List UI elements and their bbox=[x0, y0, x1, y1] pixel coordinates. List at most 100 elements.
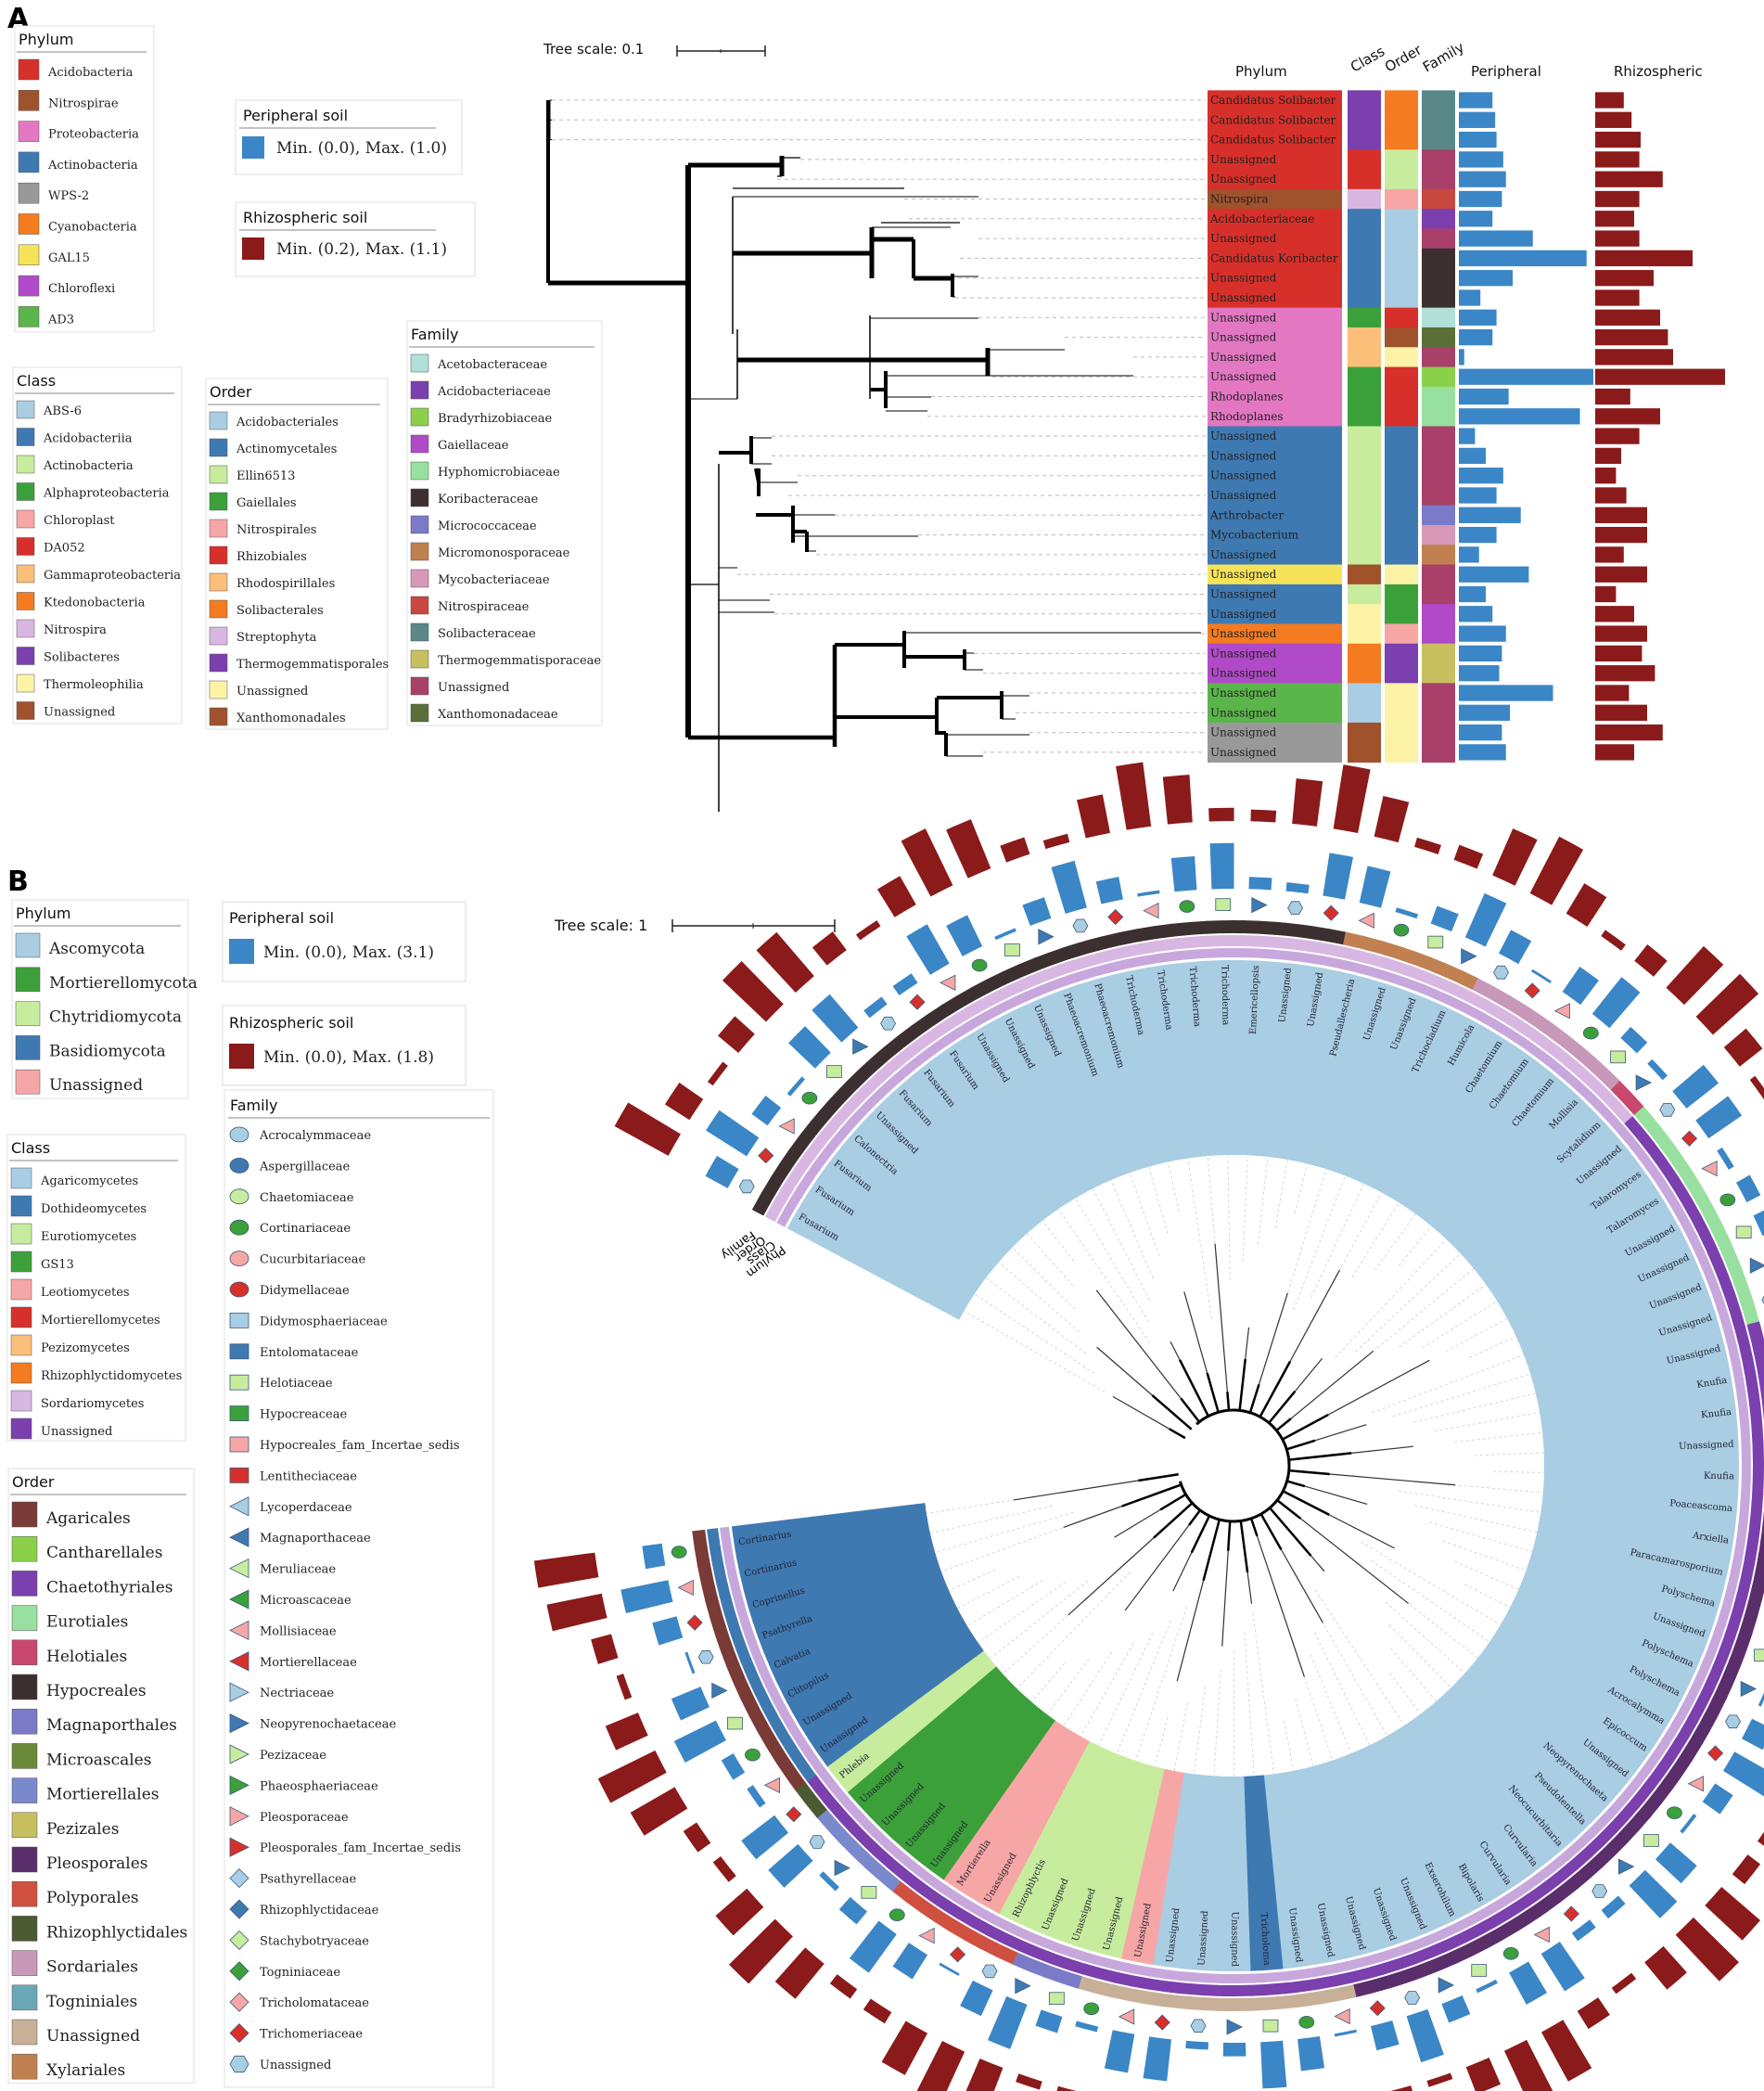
b-family-shape-microascaceae bbox=[229, 1589, 249, 1610]
family-marker bbox=[1251, 896, 1268, 914]
phylum-ring-cell bbox=[1240, 948, 1275, 959]
phylum-ring-cell bbox=[781, 1713, 807, 1747]
leaf-band bbox=[1111, 968, 1179, 1164]
rhizospheric-bar bbox=[1595, 546, 1624, 563]
a-order-swatch-unassigned bbox=[209, 680, 228, 699]
b-class-item-unassigned: Unassigned bbox=[41, 1425, 112, 1439]
leaf-family-cell bbox=[1422, 386, 1455, 407]
b-order-item-togniniales: Togniniales bbox=[46, 1993, 137, 2011]
leaf-name: Unassigned bbox=[1210, 469, 1277, 482]
panel-a: A Tree scale: 0.1 PhylumAcidobacteriaNit… bbox=[7, 3, 1725, 812]
col-head-order: Order bbox=[1382, 41, 1425, 75]
leaf-phylum-cell bbox=[1208, 445, 1342, 467]
rhizospheric-bar bbox=[1595, 111, 1632, 128]
phylum-ring-cell bbox=[1723, 1328, 1741, 1365]
leaf-phylum-cell bbox=[1208, 366, 1342, 388]
phylum-ring-cell bbox=[1655, 1177, 1682, 1212]
peripheral-bar bbox=[1758, 1692, 1764, 1707]
family-marker bbox=[1591, 1884, 1608, 1898]
a-family-swatch-mycobacteriaceae bbox=[410, 569, 429, 588]
peripheral-bar bbox=[1359, 866, 1391, 908]
phylum-ring-cell bbox=[1672, 1205, 1698, 1241]
a-class-item-nitrospira: Nitrospira bbox=[44, 623, 107, 637]
family-marker bbox=[738, 1179, 755, 1194]
class-ring-cell bbox=[821, 1104, 853, 1138]
class-ring-cell bbox=[1081, 1963, 1118, 1983]
peripheral-bar bbox=[1722, 1751, 1764, 1797]
rhizospheric-bar bbox=[863, 1998, 892, 2024]
class-ring-cell bbox=[806, 1774, 837, 1809]
phylum-ring-cell bbox=[1544, 1056, 1577, 1085]
b-family-shape-hypocreales-fam-incertae-sedis bbox=[229, 1436, 249, 1453]
class-ring-cell bbox=[1551, 1046, 1586, 1077]
order-ring-cell bbox=[726, 1661, 753, 1700]
b-family-shape-tricholomataceae bbox=[229, 1992, 249, 2012]
rhizospheric-bar bbox=[1595, 724, 1663, 741]
family-marker bbox=[888, 1908, 905, 1922]
peripheral-bar bbox=[1459, 230, 1533, 247]
leaf-band bbox=[916, 1708, 1055, 1880]
family-marker bbox=[1369, 2000, 1386, 2017]
peripheral-bar bbox=[1459, 487, 1497, 504]
rhizospheric-bar bbox=[722, 960, 784, 1022]
class-ring-cell bbox=[1436, 977, 1473, 1002]
family-marker bbox=[834, 1859, 850, 1877]
peripheral-bar bbox=[1459, 171, 1506, 187]
leaf-family-cell bbox=[1422, 683, 1455, 704]
leaf-band bbox=[1534, 1522, 1731, 1591]
family-marker bbox=[861, 1886, 877, 1899]
peripheral-bar bbox=[1370, 2020, 1400, 2051]
class-ring-cell bbox=[920, 1017, 956, 1046]
order-ring-cell bbox=[1675, 1161, 1706, 1199]
class-ring-cell bbox=[1669, 1717, 1698, 1753]
a-family-title: Family bbox=[411, 326, 458, 343]
class-ring-cell bbox=[711, 1560, 731, 1598]
b-family-item-psathyrellaceae: Psathyrellaceae bbox=[260, 1873, 356, 1887]
rhizospheric-bar bbox=[1595, 250, 1693, 267]
phylum-ring-cell bbox=[1616, 1124, 1645, 1158]
a-class-item-da052: DA052 bbox=[44, 542, 85, 556]
peripheral-bar bbox=[1680, 1814, 1697, 1834]
leaf-band bbox=[1494, 1616, 1676, 1740]
leaf-family-cell bbox=[1422, 604, 1455, 624]
rhizospheric-bar bbox=[965, 2058, 1003, 2091]
class-ring-cell bbox=[1712, 1260, 1736, 1298]
panel-a-phylogenetic-tree bbox=[546, 99, 1206, 812]
a-phylum-item-proteobacteria: Proteobacteria bbox=[48, 128, 139, 142]
family-marker bbox=[745, 1748, 761, 1762]
phylum-ring-cell bbox=[1337, 958, 1374, 977]
class-ring-cell bbox=[1148, 1978, 1184, 1995]
leaf-order-cell bbox=[1385, 307, 1418, 328]
leaf-band bbox=[847, 1665, 1010, 1817]
rhizospheric-bar bbox=[876, 876, 916, 917]
b-family-item-nectriaceae: Nectriaceae bbox=[260, 1687, 334, 1700]
a-order-item-unassigned: Unassigned bbox=[236, 685, 308, 699]
order-ring-cell bbox=[1610, 1080, 1645, 1116]
leaf-family-cell bbox=[1422, 564, 1455, 585]
leaf-band bbox=[1297, 970, 1371, 1167]
rhizospheric-bar bbox=[1595, 606, 1634, 622]
leaf-order-cell bbox=[1385, 643, 1418, 664]
b-family-shape-hypocreaceae bbox=[229, 1405, 249, 1421]
a-phylum-item-ad3: AD3 bbox=[47, 313, 74, 327]
leaf-class-cell bbox=[1348, 722, 1381, 743]
phylum-ring-cell bbox=[1636, 1150, 1665, 1184]
a-class-item-abs-6: ABS-6 bbox=[43, 404, 82, 418]
peripheral-bar bbox=[1702, 1783, 1733, 1815]
family-marker bbox=[1179, 900, 1195, 913]
panel-a-rhizo-legend: Rhizospheric soil Min. (0.2), Max. (1.1) bbox=[235, 201, 476, 277]
rhizospheric-bar bbox=[1042, 833, 1070, 850]
peripheral-swatch bbox=[242, 136, 264, 159]
peripheral-bar bbox=[1562, 967, 1599, 1006]
class-ring-cell bbox=[1665, 1170, 1694, 1206]
b-family-item-togniniaceae: Togniniaceae bbox=[260, 1966, 340, 1980]
a-family-swatch-micrococcaceae bbox=[410, 515, 429, 534]
leaf-order-cell bbox=[1385, 169, 1418, 190]
class-ring-cell bbox=[1751, 1426, 1764, 1462]
family-marker bbox=[1262, 2019, 1279, 2033]
leaf-phylum-cell bbox=[1208, 288, 1342, 309]
order-ring-cell bbox=[940, 986, 978, 1017]
panel-b-tree-scale: Tree scale: 1 bbox=[554, 917, 836, 934]
leaf-phylum-cell bbox=[1208, 268, 1342, 289]
order-ring-cell bbox=[1757, 1529, 1764, 1566]
